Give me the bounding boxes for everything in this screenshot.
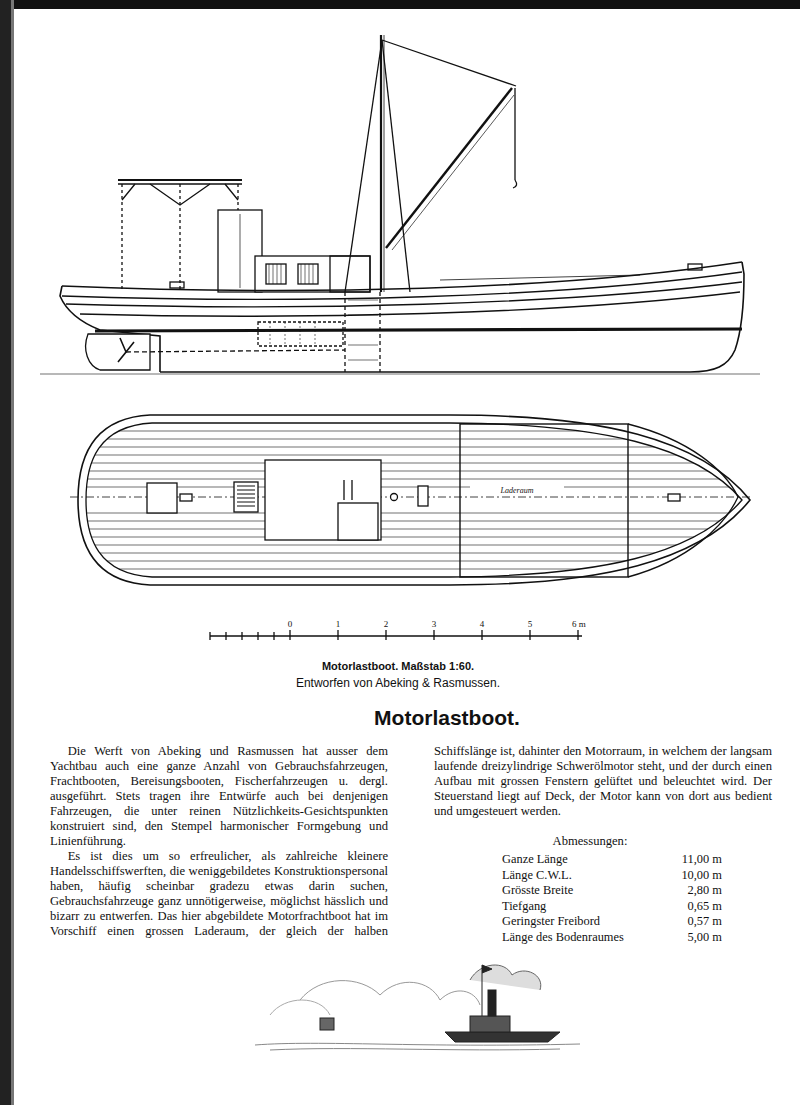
dimension-name: Länge C.W.L. xyxy=(502,868,662,883)
page-title: Motorlastboot. xyxy=(247,706,647,730)
dimension-value: 10,00 m xyxy=(650,868,722,883)
scale-number: 6 m xyxy=(572,619,602,629)
body-text: Die Werft von Abeking und Rasmussen hat … xyxy=(50,744,772,944)
dimension-name: Geringster Freibord xyxy=(502,914,662,929)
dimension-name: Tiefgang xyxy=(502,899,662,914)
table-heading: Abmessungen: xyxy=(520,834,660,849)
dimension-name: Länge des Bodenraumes xyxy=(502,930,662,945)
dimension-value: 2,80 m xyxy=(650,883,722,898)
dimension-value: 11,00 m xyxy=(650,852,722,867)
scale-number: 4 xyxy=(472,619,492,629)
dimension-value: 5,00 m xyxy=(650,930,722,945)
designer-credit: Entworfen von Abeking & Rasmussen. xyxy=(198,676,598,690)
figure-caption: Motorlastboot. Maßstab 1:60. xyxy=(198,660,598,672)
scale-number: 5 xyxy=(520,619,540,629)
dimension-value: 0,65 m xyxy=(650,899,722,914)
body-paragraph: Die Werft von Abeking und Rasmussen hat … xyxy=(50,744,388,849)
dimension-name: Ganze Länge xyxy=(502,852,662,867)
dimension-value: 0,57 m xyxy=(650,914,722,929)
scale-number: 0 xyxy=(280,619,300,629)
scale-number: 3 xyxy=(424,619,444,629)
scale-number: 1 xyxy=(328,619,348,629)
dimension-name: Grösste Breite xyxy=(502,883,662,898)
scale-number: 2 xyxy=(376,619,396,629)
compartment-label: Laderaum xyxy=(470,486,564,495)
